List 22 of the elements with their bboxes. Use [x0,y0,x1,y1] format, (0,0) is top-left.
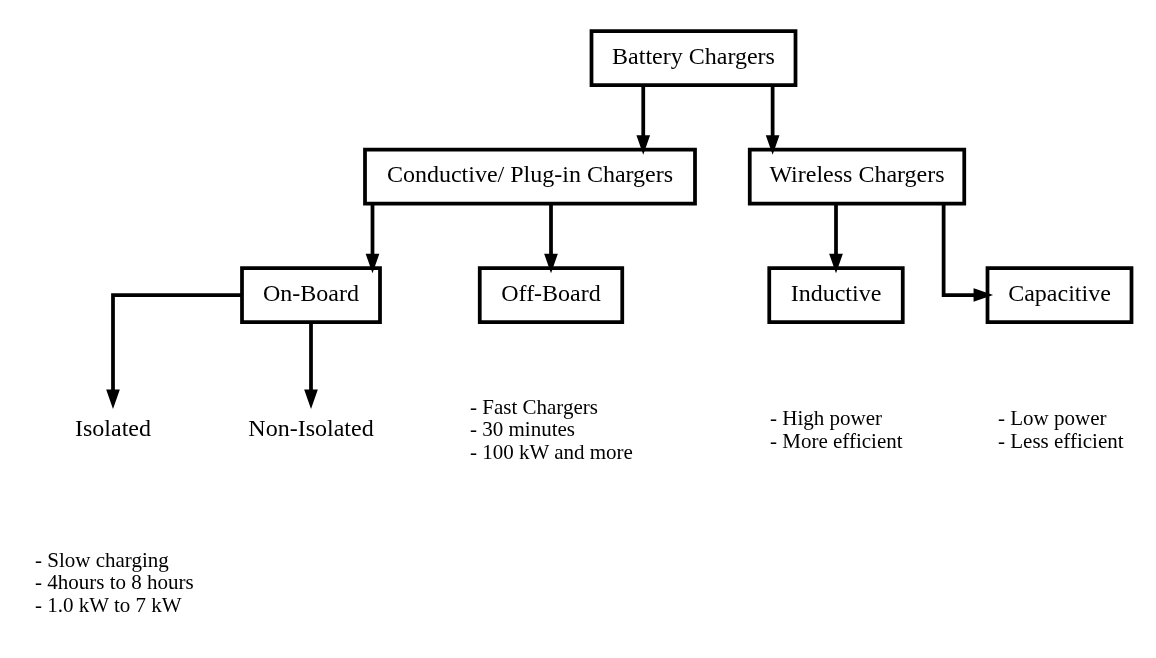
arrow [365,203,380,273]
node-box: Inductive [767,265,905,324]
arrow [544,203,558,273]
node-box: Battery Chargers [589,28,798,87]
node-text: Non-Isolated [248,414,374,441]
arrow [829,203,843,273]
arrow [106,292,242,409]
node-box: On-Board [240,265,382,324]
node-label: - Low power [998,405,1107,430]
node-box: Capacitive [985,265,1134,324]
node-box: Conductive/ Plug-in Chargers [363,147,697,205]
arrow [636,85,651,155]
node-label: - High power [770,405,882,430]
arrow [765,85,780,155]
node-box: Wireless Chargers [747,147,967,205]
label: - 1.0 kW to 7 kW [35,592,182,617]
node-text: Isolated [75,414,151,441]
node-label: - Fast Chargers [470,394,598,419]
node-label: - 100 kW and more [470,439,633,464]
arrow [941,203,994,302]
arrow [304,321,318,409]
node-box: Off-Board [477,265,625,324]
